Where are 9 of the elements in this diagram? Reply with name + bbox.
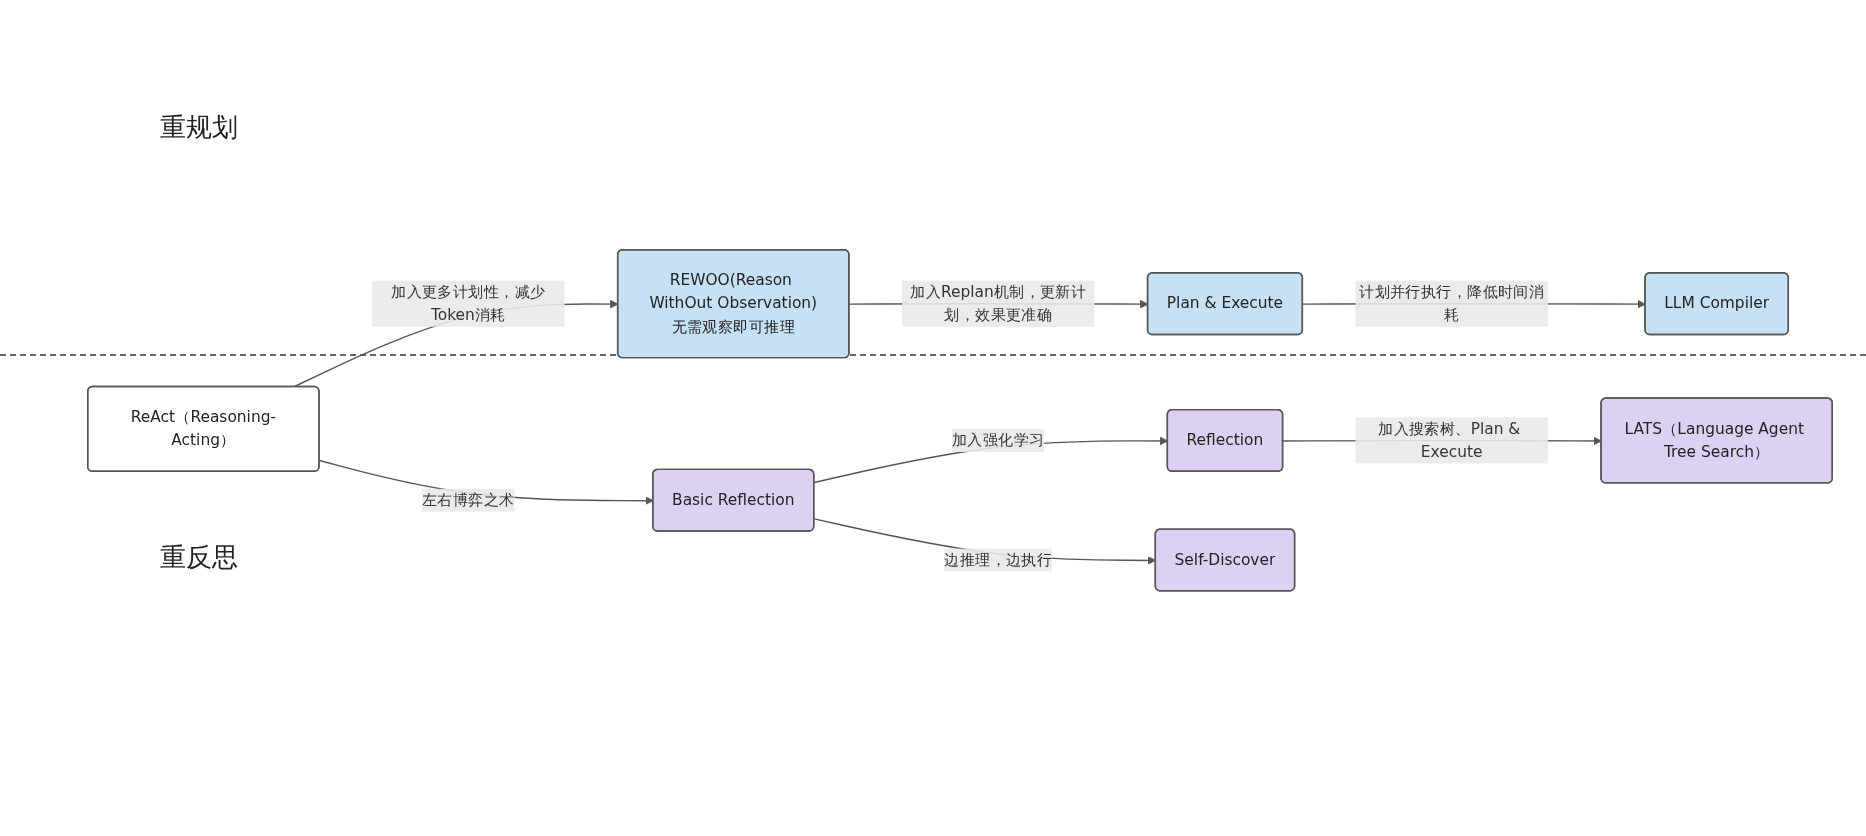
edge-label: 边推理，边执行 xyxy=(944,550,1053,569)
edge-label: 加入搜索树、Plan & Execute xyxy=(1378,419,1521,461)
edge-label: 加入Replan机制，更新计划，效果更准确 xyxy=(910,282,1087,324)
section-heading: 重反思 xyxy=(160,541,238,574)
edge-label: 加入强化学习 xyxy=(951,430,1045,449)
edge-label: 左右博弈之术 xyxy=(422,490,515,509)
edge-label: 计划并行执行，降低时间消耗 xyxy=(1359,282,1545,324)
section-heading: 重规划 xyxy=(160,111,238,144)
edge-label: 加入更多计划性，减少Token消耗 xyxy=(391,282,546,324)
